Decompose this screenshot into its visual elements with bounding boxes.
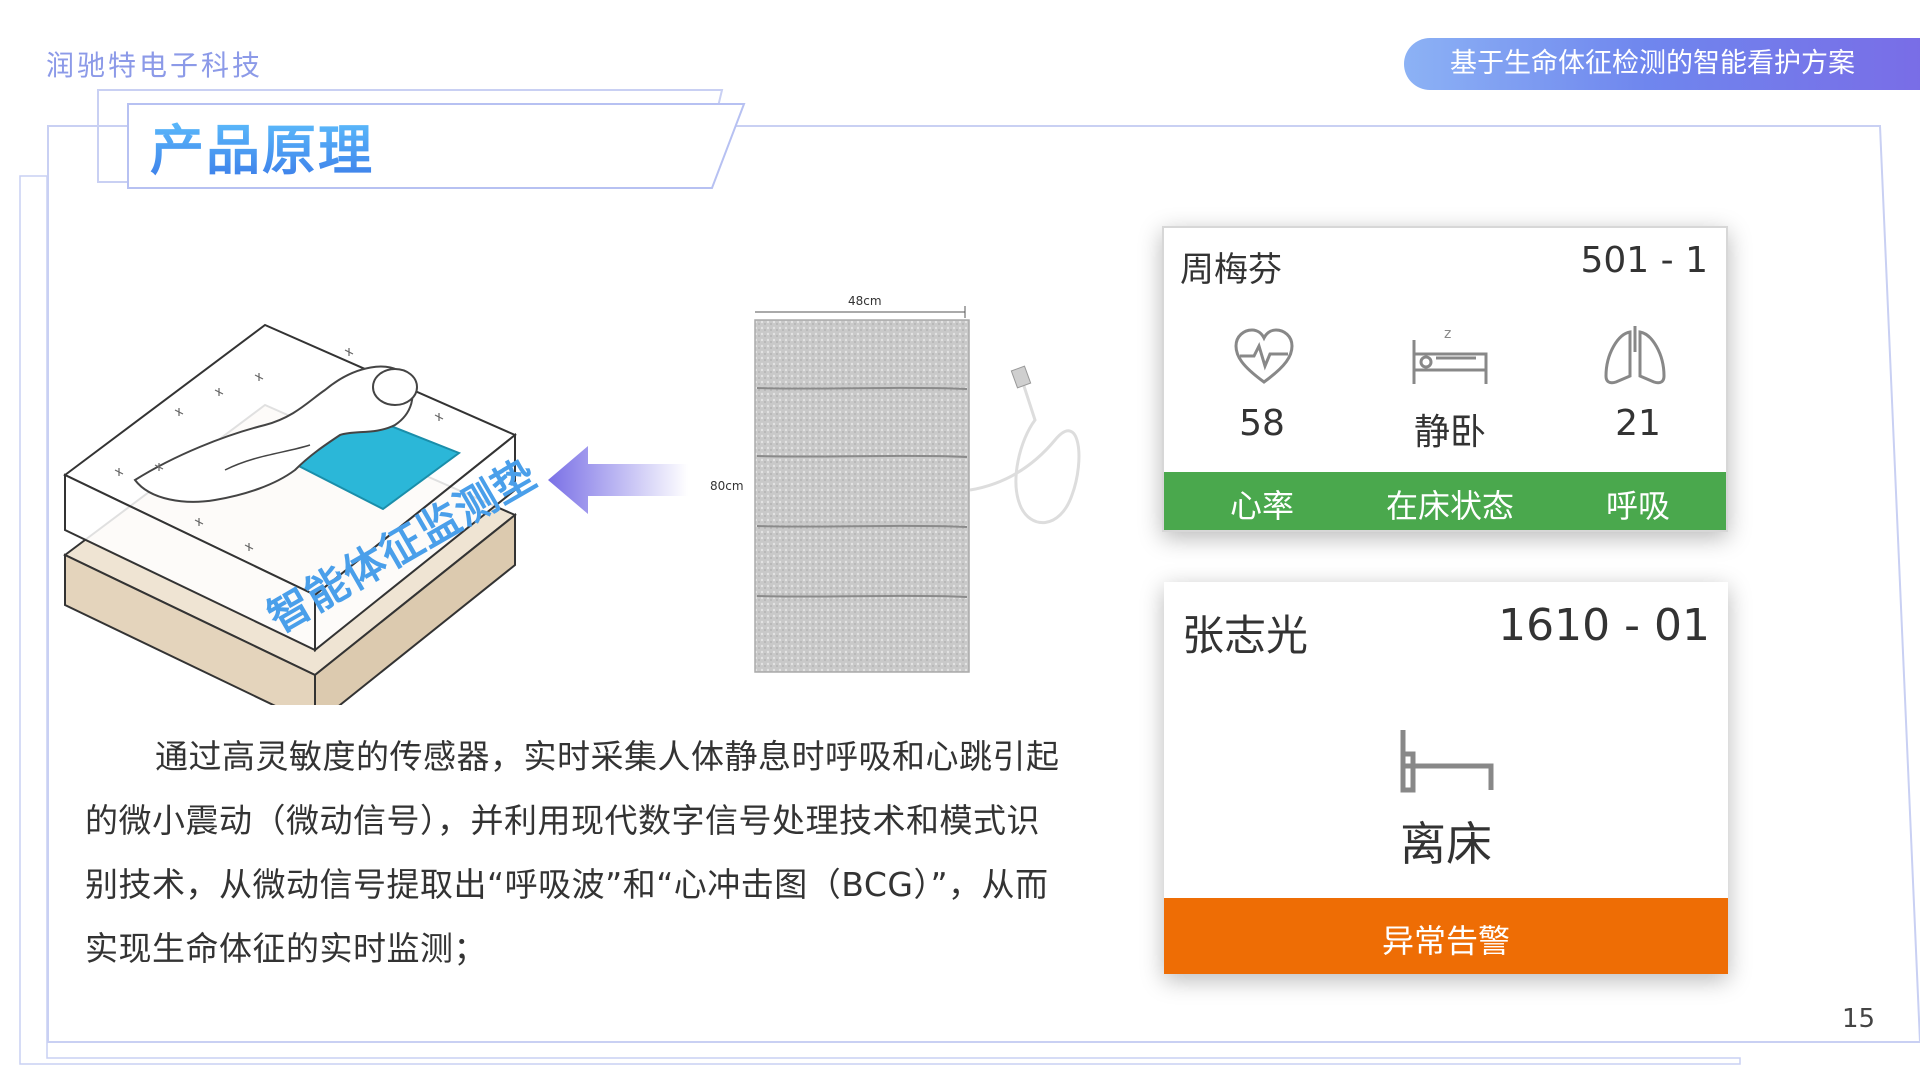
left-arrow-icon xyxy=(548,446,688,514)
metric-labels-bar: 心率 在床状态 呼吸 xyxy=(1164,472,1726,530)
sensor-pad-photo: 48cm 80cm xyxy=(710,294,1081,673)
patient-card-normal[interactable]: 周梅芬 501 - 1 z 58 静卧 21 心率 在床状态 呼吸 xyxy=(1162,226,1728,532)
patient-card-alert[interactable]: 张志光 1610 - 01 离床 异常告警 xyxy=(1164,582,1728,974)
svg-text:z: z xyxy=(1444,326,1451,342)
sleeping-bed-icon: z xyxy=(1412,326,1488,384)
bed-status-value: 离床 xyxy=(1400,817,1492,871)
page-number: 15 xyxy=(1842,1004,1876,1034)
deck-title-banner: 基于生命体征检测的智能看护方案 xyxy=(1404,38,1920,90)
empty-bed-icon xyxy=(1400,730,1494,793)
room-number: 1610 - 01 xyxy=(1498,600,1710,651)
patient-name: 周梅芬 xyxy=(1180,250,1282,290)
section-title: 产品原理 xyxy=(150,106,374,185)
patient-name: 张志光 xyxy=(1182,611,1309,660)
pad-dimension-lines xyxy=(755,306,966,318)
heart-icon xyxy=(1234,328,1294,384)
heart-rate-label: 心率 xyxy=(1229,487,1294,525)
alert-bar[interactable]: 异常告警 xyxy=(1164,898,1728,974)
company-name: 润驰特电子科技 xyxy=(46,49,264,82)
room-number: 501 - 1 xyxy=(1580,240,1709,281)
bed-illustration xyxy=(63,323,517,705)
respiration-value: 21 xyxy=(1615,403,1661,444)
description-paragraph: 通过高灵敏度的传感器，实时采集人体静息时呼吸和心跳引起的微小震动（微动信号），并… xyxy=(85,737,1060,968)
description-text: 通过高灵敏度的传感器，实时采集人体静息时呼吸和心跳引起的微小震动（微动信号），并… xyxy=(85,725,1065,981)
respiration-label: 呼吸 xyxy=(1605,487,1670,525)
pad-width-label: 48cm xyxy=(848,294,882,308)
bed-status-value: 静卧 xyxy=(1413,412,1486,453)
lungs-icon xyxy=(1604,326,1666,385)
heart-rate-value: 58 xyxy=(1239,403,1285,444)
deck-title: 基于生命体征检测的智能看护方案 xyxy=(1450,48,1855,79)
alert-label: 异常告警 xyxy=(1381,922,1510,960)
bed-status-label: 在床状态 xyxy=(1385,487,1514,525)
pad-height-label: 80cm xyxy=(710,479,744,493)
